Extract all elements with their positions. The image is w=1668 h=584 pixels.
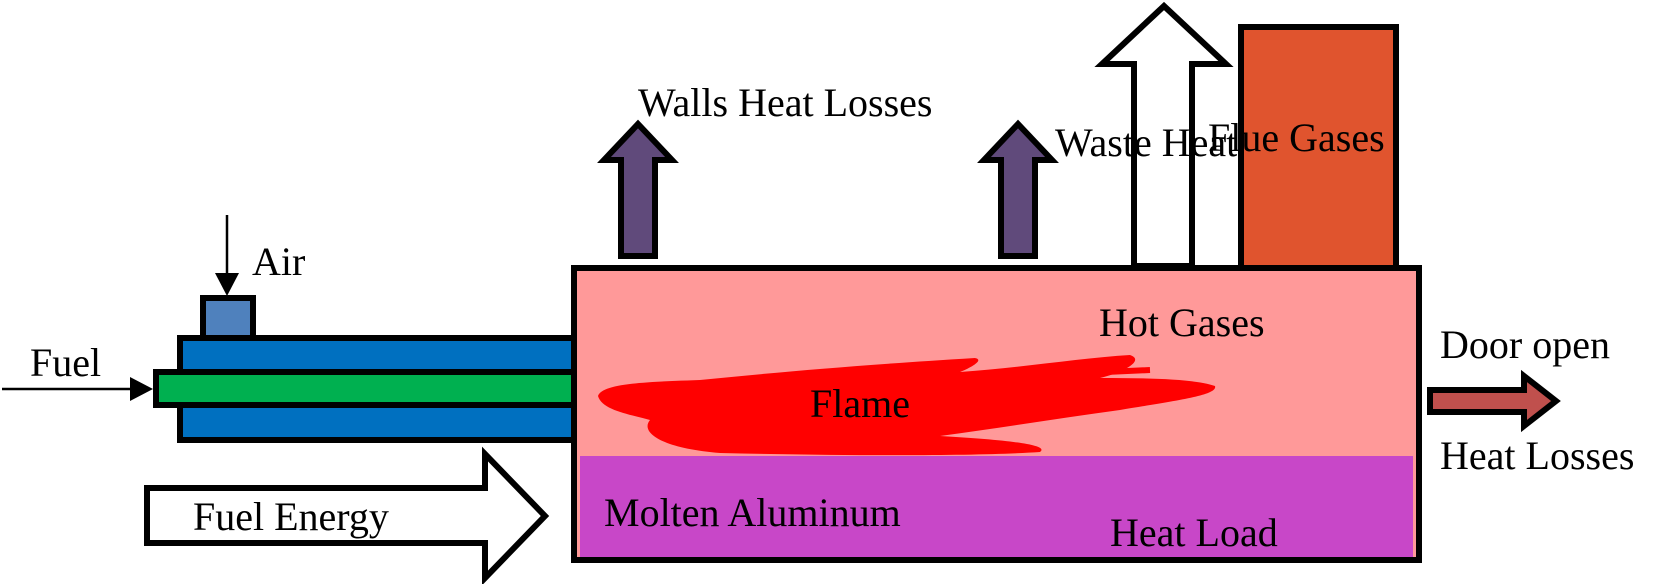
flame-streak xyxy=(664,367,1151,395)
heat-losses-label: Heat Losses xyxy=(1440,433,1634,478)
walls-heat-loss-arrow-right xyxy=(977,119,1059,259)
fuel-energy-arrow xyxy=(144,446,550,584)
flue-gases-label: Flue Gases xyxy=(1208,115,1385,160)
burner xyxy=(153,295,577,443)
hot-gases-label: Hot Gases xyxy=(1099,300,1265,345)
fuel-feed-arrow xyxy=(2,377,153,401)
door-heat-loss-arrow xyxy=(1427,369,1561,433)
molten-aluminum-bath xyxy=(580,456,1413,557)
fuel-pipe xyxy=(153,369,577,408)
waste-heat-label: Waste Heat xyxy=(1055,120,1237,165)
door-open-label: Door open xyxy=(1440,322,1610,367)
walls-heat-losses-label: Walls Heat Losses xyxy=(638,80,933,125)
flue-gas-stack xyxy=(1238,24,1399,271)
molten-aluminum-label: Molten Aluminum xyxy=(604,490,901,535)
fuel-label: Fuel xyxy=(30,340,101,385)
air-label: Air xyxy=(252,239,305,284)
air-inlet xyxy=(200,295,256,341)
flame-shape xyxy=(598,355,1216,456)
waste-heat-arrow xyxy=(1094,1,1234,269)
fuel-energy-label: Fuel Energy xyxy=(193,494,389,539)
air-feed-arrow xyxy=(215,215,239,296)
flame-label: Flame xyxy=(810,381,910,426)
walls-heat-loss-arrow-left xyxy=(597,119,679,259)
heat-load-label: Heat Load xyxy=(1110,510,1278,555)
furnace-chamber xyxy=(571,265,1422,563)
